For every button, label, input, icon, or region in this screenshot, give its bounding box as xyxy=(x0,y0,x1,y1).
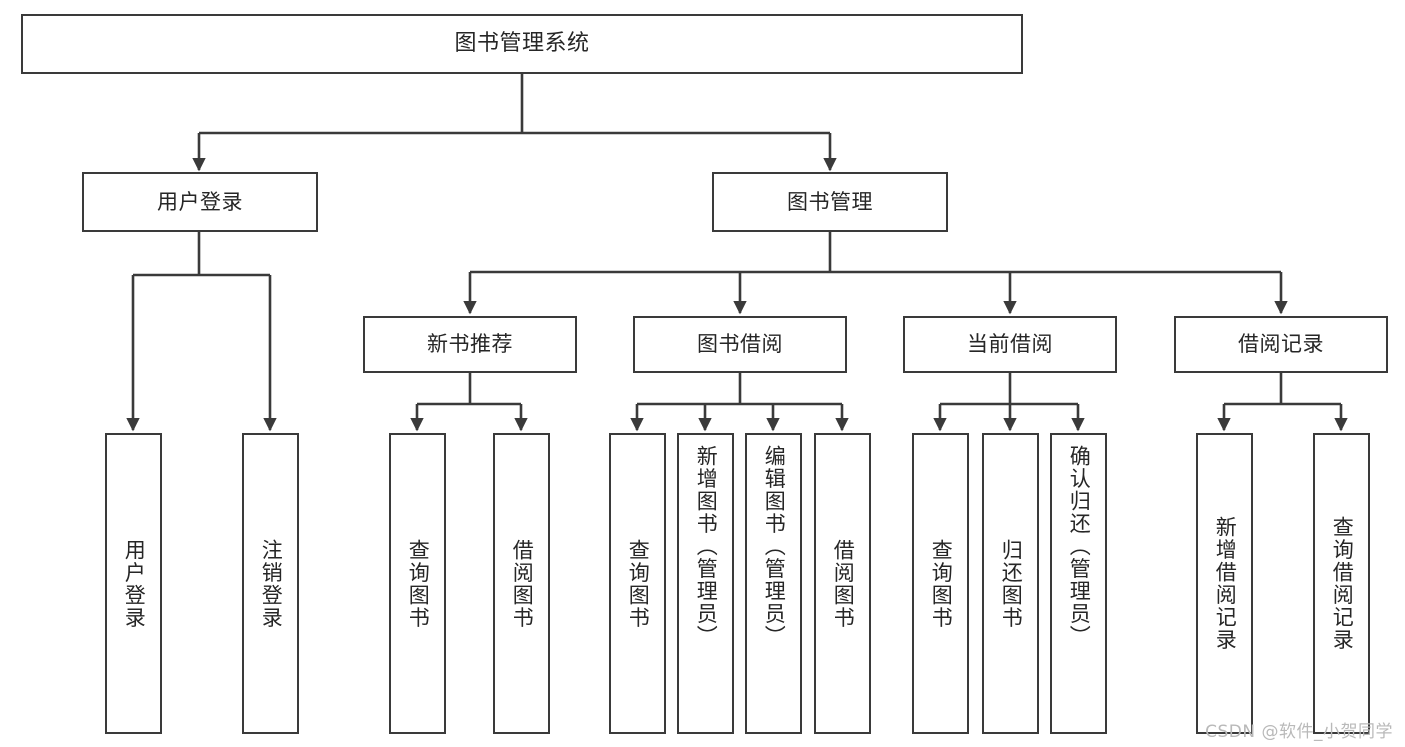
node-book-borrow-label: 图书借阅 xyxy=(697,332,783,357)
node-leaf-add-record-label: 新增借阅记录 xyxy=(1213,516,1238,651)
node-leaf-query-book-2[interactable]: 查询图书 xyxy=(609,433,666,734)
node-leaf-query-book-1[interactable]: 查询图书 xyxy=(389,433,446,734)
node-leaf-borrow-book-1[interactable]: 借阅图书 xyxy=(493,433,550,734)
node-leaf-query-book-3[interactable]: 查询图书 xyxy=(912,433,969,734)
node-user-login-label: 用户登录 xyxy=(157,189,243,214)
node-leaf-query-book-2-label: 查询图书 xyxy=(626,538,651,629)
node-leaf-borrow-book-2-label: 借阅图书 xyxy=(831,538,856,629)
node-leaf-edit-book[interactable]: 编辑图书（管理员） xyxy=(745,433,802,734)
node-new-book-recommend[interactable]: 新书推荐 xyxy=(363,316,577,373)
node-leaf-confirm-return[interactable]: 确认归还（管理员） xyxy=(1050,433,1107,734)
node-root-label: 图书管理系统 xyxy=(454,31,590,57)
node-leaf-user-login[interactable]: 用户登录 xyxy=(105,433,162,734)
node-leaf-query-book-1-label: 查询图书 xyxy=(406,538,431,629)
node-leaf-borrow-book-1-label: 借阅图书 xyxy=(510,538,535,629)
node-leaf-logout-login-label: 注销登录 xyxy=(259,538,284,629)
node-root[interactable]: 图书管理系统 xyxy=(21,14,1023,74)
node-current-borrow[interactable]: 当前借阅 xyxy=(903,316,1117,373)
node-leaf-borrow-book-2[interactable]: 借阅图书 xyxy=(814,433,871,734)
node-leaf-query-record[interactable]: 查询借阅记录 xyxy=(1313,433,1370,734)
node-borrow-record-label: 借阅记录 xyxy=(1238,332,1324,357)
node-new-book-recommend-label: 新书推荐 xyxy=(427,332,513,357)
node-leaf-query-book-3-label: 查询图书 xyxy=(929,538,954,629)
node-book-borrow[interactable]: 图书借阅 xyxy=(633,316,847,373)
node-leaf-user-login-label: 用户登录 xyxy=(122,538,147,629)
node-leaf-add-book-label: 新增图书（管理员） xyxy=(694,445,719,648)
node-book-management-label: 图书管理 xyxy=(787,189,873,214)
node-user-login[interactable]: 用户登录 xyxy=(82,172,318,232)
node-leaf-confirm-return-label: 确认归还（管理员） xyxy=(1067,445,1092,648)
node-leaf-logout-login[interactable]: 注销登录 xyxy=(242,433,299,734)
node-leaf-return-book-label: 归还图书 xyxy=(999,538,1024,629)
node-current-borrow-label: 当前借阅 xyxy=(967,332,1053,357)
node-leaf-query-record-label: 查询借阅记录 xyxy=(1330,516,1355,651)
node-book-management[interactable]: 图书管理 xyxy=(712,172,948,232)
node-leaf-edit-book-label: 编辑图书（管理员） xyxy=(762,445,787,648)
watermark-text: CSDN @软件_小贺同学 xyxy=(1205,722,1393,742)
node-borrow-record[interactable]: 借阅记录 xyxy=(1174,316,1388,373)
node-leaf-return-book[interactable]: 归还图书 xyxy=(982,433,1039,734)
node-leaf-add-book[interactable]: 新增图书（管理员） xyxy=(677,433,734,734)
node-leaf-add-record[interactable]: 新增借阅记录 xyxy=(1196,433,1253,734)
